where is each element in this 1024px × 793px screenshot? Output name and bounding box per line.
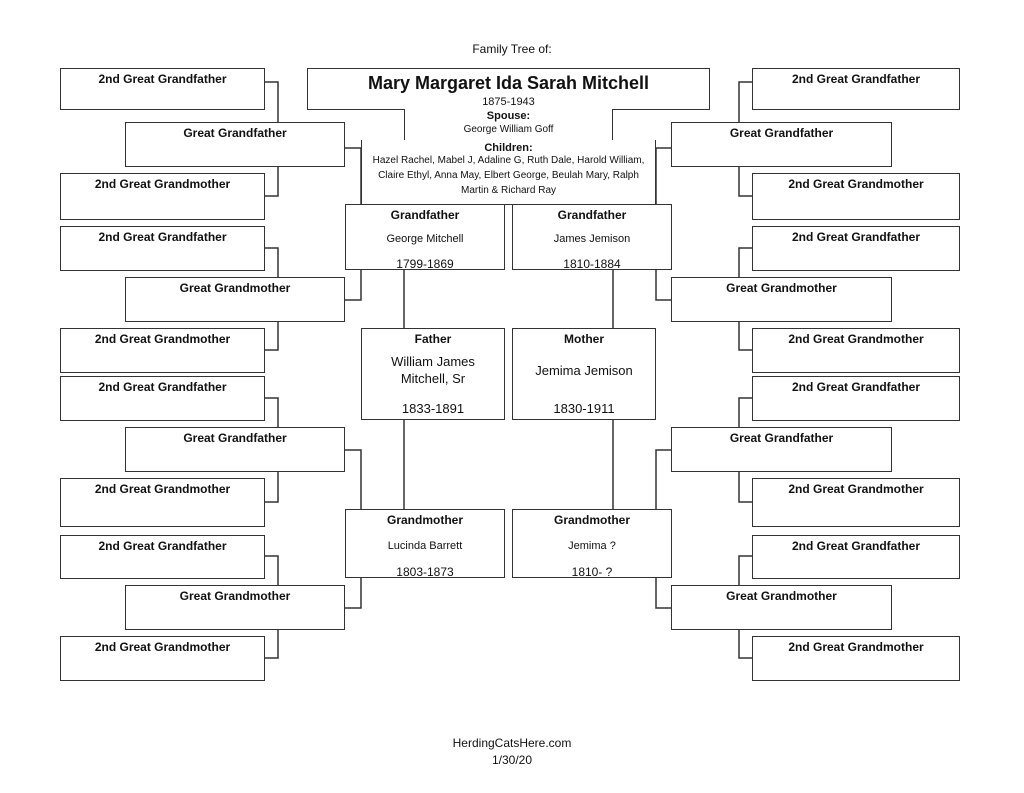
subject-box: Mary Margaret Ida Sarah Mitchell bbox=[307, 68, 710, 110]
great-grandfather-box: Great Grandfather bbox=[671, 427, 892, 472]
great-grandmother-box: Great Grandmother bbox=[125, 277, 345, 322]
box-label: Great Grandfather bbox=[729, 431, 834, 445]
mother-name: Jemima Jemison bbox=[535, 363, 633, 378]
maternal-grandmother-label: Grandmother bbox=[553, 513, 630, 527]
children-label: Children: bbox=[484, 142, 533, 154]
maternal-grandfather-box: Grandfather James Jemison 1810-1884 bbox=[512, 204, 672, 271]
box-label: 2nd Great Grandfather bbox=[98, 539, 227, 553]
box-label: 2nd Great Grandfather bbox=[98, 380, 227, 394]
maternal-grandmother-box: Grandmother Jemima ? 1810- ? bbox=[512, 509, 672, 579]
box-label: Great Grandfather bbox=[729, 126, 834, 140]
mother-dates: 1830-1911 bbox=[553, 401, 615, 416]
box-label: Great Grandmother bbox=[726, 589, 837, 603]
second-great-grandmother-box: 2nd Great Grandmother bbox=[60, 328, 265, 373]
box-label: 2nd Great Grandfather bbox=[791, 72, 921, 86]
box-label: 2nd Great Grandfather bbox=[98, 72, 227, 86]
great-grandmother-box: Great Grandmother bbox=[671, 585, 892, 630]
mother-label: Mother bbox=[564, 332, 604, 346]
second-great-grandmother-box: 2nd Great Grandmother bbox=[752, 173, 960, 220]
spouse-label: Spouse: bbox=[486, 110, 531, 122]
box-label: 2nd Great Grandmother bbox=[788, 332, 924, 346]
second-great-grandmother-box: 2nd Great Grandmother bbox=[60, 478, 265, 527]
children-list: Hazel Rachel, Mabel J, Adaline G, Ruth D… bbox=[372, 155, 645, 196]
maternal-grandfather-label: Grandfather bbox=[557, 208, 627, 222]
second-great-grandmother-box: 2nd Great Grandmother bbox=[752, 328, 960, 373]
box-label: 2nd Great Grandmother bbox=[788, 177, 924, 191]
second-great-grandmother-box: 2nd Great Grandmother bbox=[60, 173, 265, 220]
paternal-grandmother-box: Grandmother Lucinda Barrett 1803-1873 bbox=[345, 509, 505, 579]
second-great-grandmother-box: 2nd Great Grandmother bbox=[752, 478, 960, 527]
great-grandfather-box: Great Grandfather bbox=[125, 122, 345, 167]
box-label: 2nd Great Grandmother bbox=[788, 482, 924, 496]
paternal-grandfather-box: Grandfather George Mitchell 1799-1869 bbox=[345, 204, 505, 271]
paternal-grandmother-dates: 1803-1873 bbox=[396, 565, 454, 579]
second-great-grandfather-box: 2nd Great Grandfather bbox=[60, 535, 265, 579]
father-box: Father William James Mitchell, Sr 1833-1… bbox=[361, 328, 505, 420]
subject-dates: 1875-1943 bbox=[482, 96, 535, 108]
box-label: 2nd Great Grandmother bbox=[94, 640, 231, 654]
page-title: Family Tree of: bbox=[472, 42, 552, 56]
second-great-grandfather-box: 2nd Great Grandfather bbox=[752, 535, 960, 579]
paternal-grandfather-name: George Mitchell bbox=[386, 233, 464, 245]
father-label: Father bbox=[414, 332, 452, 346]
box-label: Great Grandmother bbox=[179, 589, 291, 603]
box-label: Great Grandfather bbox=[183, 126, 287, 140]
mother-box: Mother Jemima Jemison 1830-1911 bbox=[512, 328, 656, 420]
spouse-box: Spouse: George William Goff bbox=[404, 109, 613, 141]
maternal-grandfather-name: James Jemison bbox=[553, 233, 631, 245]
maternal-grandmother-name: Jemima ? bbox=[568, 540, 616, 552]
box-label: 2nd Great Grandmother bbox=[94, 332, 231, 346]
maternal-grandmother-dates: 1810- ? bbox=[571, 565, 613, 579]
children-box: Children: Hazel Rachel, Mabel J, Adaline… bbox=[361, 140, 656, 205]
box-label: 2nd Great Grandfather bbox=[791, 230, 921, 244]
second-great-grandfather-box: 2nd Great Grandfather bbox=[752, 226, 960, 271]
second-great-grandfather-box: 2nd Great Grandfather bbox=[752, 68, 960, 110]
second-great-grandfather-box: 2nd Great Grandfather bbox=[60, 68, 265, 110]
box-label: Great Grandfather bbox=[183, 431, 287, 445]
second-great-grandmother-box: 2nd Great Grandmother bbox=[752, 636, 960, 681]
box-label: Great Grandmother bbox=[179, 281, 291, 295]
second-great-grandmother-box: 2nd Great Grandmother bbox=[60, 636, 265, 681]
second-great-grandfather-box: 2nd Great Grandfather bbox=[60, 226, 265, 271]
paternal-grandmother-name: Lucinda Barrett bbox=[387, 540, 463, 552]
footer-site: HerdingCatsHere.com bbox=[452, 736, 572, 750]
box-label: 2nd Great Grandmother bbox=[94, 482, 231, 496]
second-great-grandfather-box: 2nd Great Grandfather bbox=[60, 376, 265, 421]
spouse-name: George William Goff bbox=[463, 124, 554, 135]
great-grandmother-box: Great Grandmother bbox=[671, 277, 892, 322]
father-dates: 1833-1891 bbox=[401, 401, 465, 416]
great-grandfather-box: Great Grandfather bbox=[671, 122, 892, 167]
box-label: 2nd Great Grandfather bbox=[98, 230, 227, 244]
footer-date: 1/30/20 bbox=[491, 753, 533, 767]
maternal-grandfather-dates: 1810-1884 bbox=[563, 257, 621, 271]
second-great-grandfather-box: 2nd Great Grandfather bbox=[752, 376, 960, 421]
paternal-grandfather-label: Grandfather bbox=[390, 208, 460, 222]
father-name: William James Mitchell, Sr bbox=[391, 354, 475, 386]
box-label: 2nd Great Grandfather bbox=[791, 380, 921, 394]
great-grandmother-box: Great Grandmother bbox=[125, 585, 345, 630]
box-label: Great Grandmother bbox=[726, 281, 837, 295]
subject-name: Mary Margaret Ida Sarah Mitchell bbox=[367, 73, 650, 93]
box-label: 2nd Great Grandmother bbox=[94, 177, 231, 191]
great-grandfather-box: Great Grandfather bbox=[125, 427, 345, 472]
paternal-grandfather-dates: 1799-1869 bbox=[396, 257, 454, 271]
paternal-grandmother-label: Grandmother bbox=[386, 513, 463, 527]
box-label: 2nd Great Grandfather bbox=[791, 539, 921, 553]
box-label: 2nd Great Grandmother bbox=[788, 640, 924, 654]
